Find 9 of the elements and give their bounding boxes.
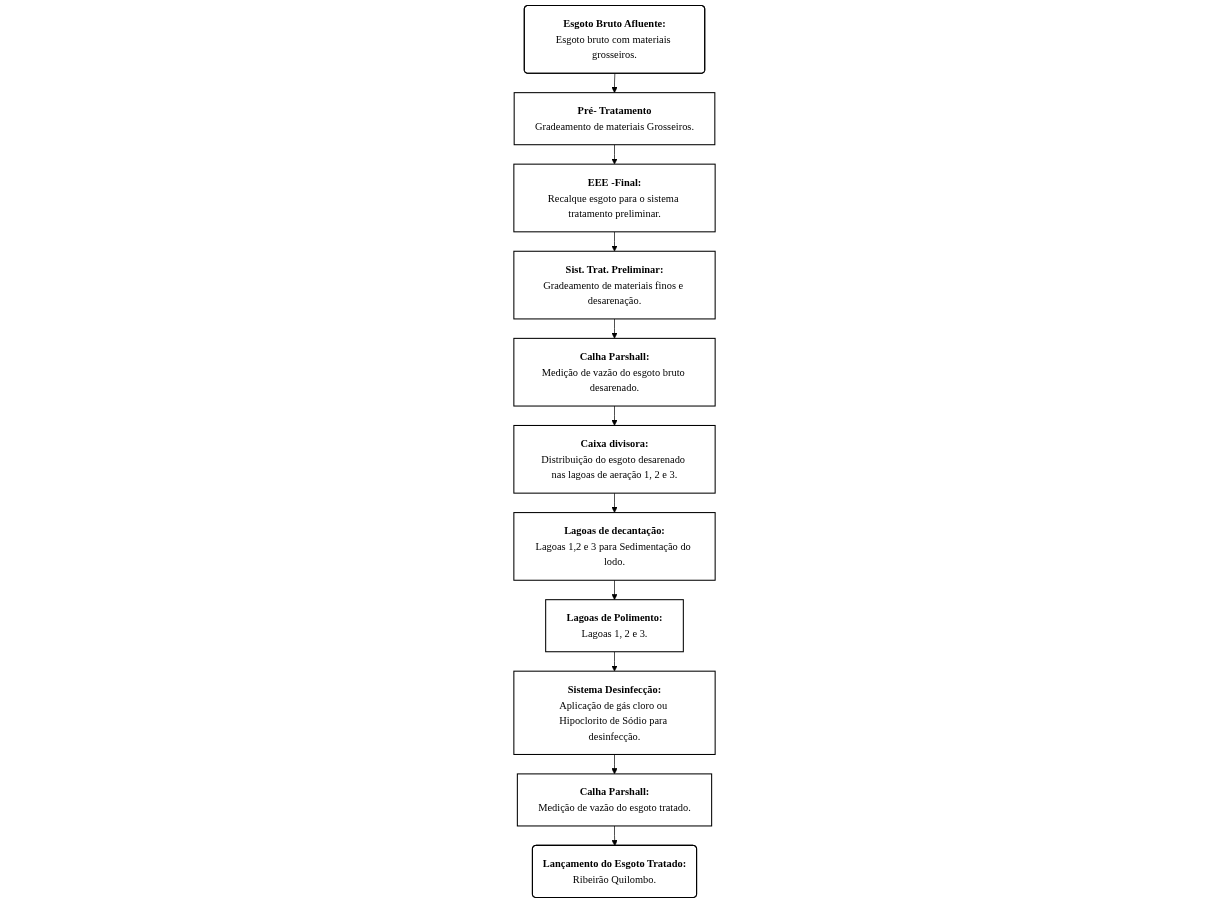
node-box: Caixa divisora: Distribuição do esgoto desarenado nas lagoas de aeração 1, 2 e 3. xyxy=(513,424,716,494)
node-box: Lagoas de Polimento: Lagoas 1, 2 e 3. xyxy=(545,599,684,653)
node-box: Sist. Trat. Preliminar: Gradeamento de materiais finos e desarenação. xyxy=(513,250,716,320)
node-box: Pré- Tratamento Gradeamento de materiais Grosseiros. xyxy=(513,92,716,146)
node-box: Lagoas de decantação: Lagoas 1,2 e 3 para Sedimentação do lodo. xyxy=(513,512,716,581)
node-box: Calha Parshall: Medição de vazão do esgoto tratado. xyxy=(516,773,713,827)
node-box: Calha Parshall: Medição de vazão do esgoto bruto desarenado. xyxy=(513,337,716,407)
node-box: EEE -Final: Recalque esgoto para o sistema tratamento preliminar. xyxy=(513,163,716,233)
node-box: Sistema Desinfecção: Aplicação de gás cloro ou Hipoclorito de Sódio para desinfecção. xyxy=(513,670,716,755)
